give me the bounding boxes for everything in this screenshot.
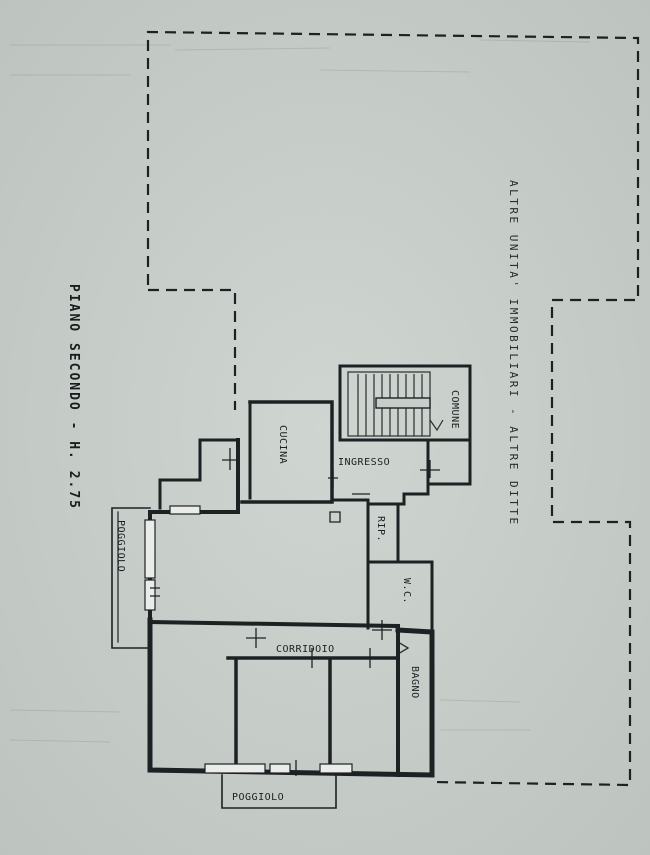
balcony-side	[111, 507, 151, 649]
other-units-boundary	[146, 30, 640, 787]
room-label-wc: W.C.	[401, 578, 412, 604]
balcony-bottom	[221, 774, 337, 809]
room-label-bathroom: BAGNO	[409, 666, 420, 699]
room-label-kitchen: CUCINA	[277, 425, 288, 464]
staircase	[347, 371, 444, 437]
room-label-balcony-bottom: POGGIOLO	[232, 792, 284, 803]
room-label-balcony-side: POGGIOLO	[115, 520, 126, 572]
door-marks	[150, 448, 440, 776]
room-label-storage: RIP.	[375, 516, 386, 542]
neighbour-units-label: ALTRE UNITA' IMMOBILIARI - ALTRE DITTE	[507, 180, 520, 527]
windows	[144, 505, 353, 774]
room-label-common: COMUNE	[449, 390, 460, 429]
bleed-through-marks	[9, 39, 591, 743]
room-label-corridor: CORRIDOIO	[276, 644, 335, 655]
floor-title: PIANO SECONDO - H. 2.75	[66, 284, 81, 510]
room-label-entrance: INGRESSO	[338, 457, 390, 468]
